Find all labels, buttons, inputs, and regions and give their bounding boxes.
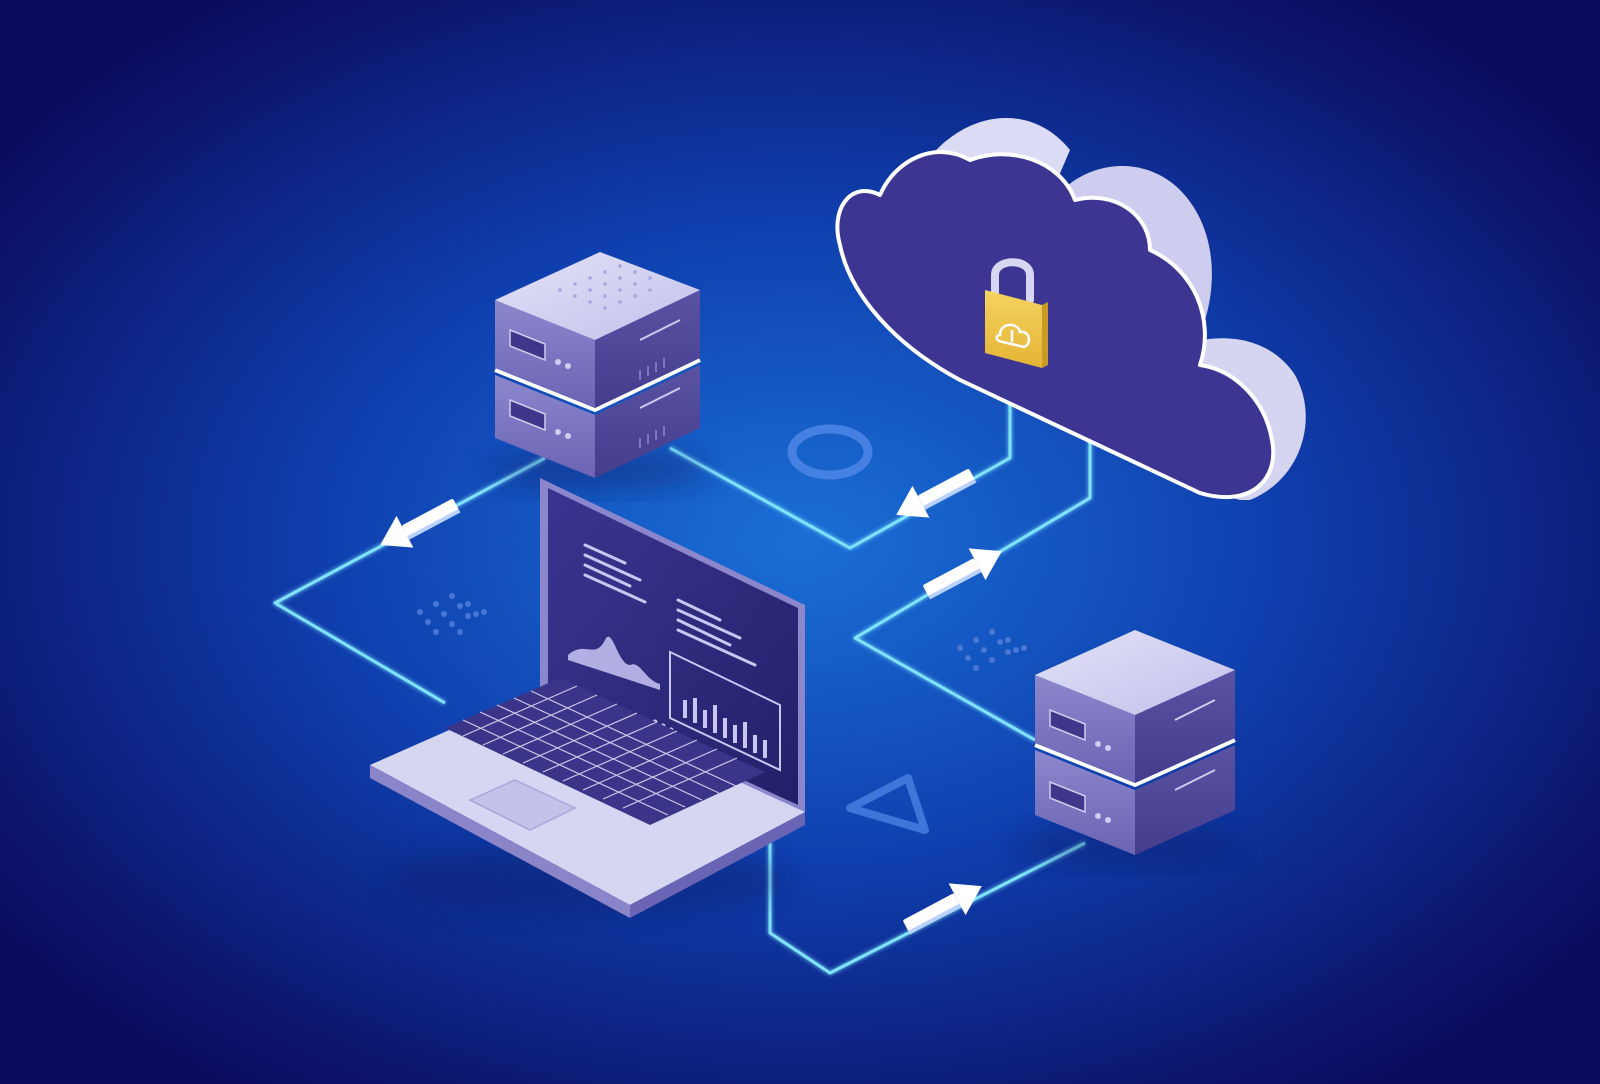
ring-decoration-icon bbox=[787, 424, 873, 480]
arrow-icon bbox=[923, 548, 1002, 600]
dot-grid-decoration-icon bbox=[417, 593, 487, 635]
padlock-icon bbox=[985, 258, 1048, 368]
arrows bbox=[380, 469, 1002, 935]
server-bottom-right-icon bbox=[1015, 630, 1236, 865]
arrow-icon bbox=[896, 469, 977, 518]
arrow-icon bbox=[903, 883, 982, 935]
laptop-touchpad bbox=[468, 779, 577, 831]
cloud-icon bbox=[835, 117, 1306, 500]
screen-text-lines bbox=[583, 543, 757, 667]
arrow-icon bbox=[380, 499, 461, 548]
laptop-keyboard bbox=[445, 678, 765, 825]
decorations bbox=[417, 424, 1027, 834]
triangle-decoration-icon bbox=[846, 774, 929, 834]
keyboard-keys bbox=[462, 685, 738, 816]
dot-grid-decoration-icon bbox=[957, 629, 1027, 671]
laptop-icon bbox=[370, 478, 805, 918]
cloud-face bbox=[835, 150, 1276, 500]
server-top-left-icon bbox=[490, 252, 710, 490]
